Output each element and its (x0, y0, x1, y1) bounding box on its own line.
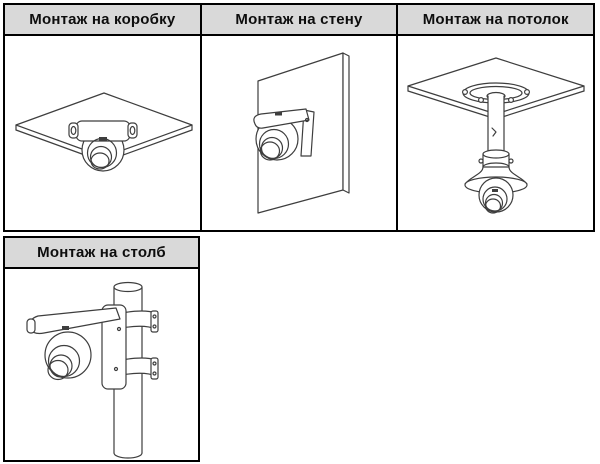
camera-back-plate (300, 109, 315, 157)
camera-ear-left (25, 317, 36, 334)
camera-pole-mount-illustration (25, 281, 159, 459)
camera-ball (43, 330, 92, 379)
pole-mount-table: Монтаж на столб (3, 236, 200, 462)
mount-table-header-row: Монтаж на коробку Монтаж на стену Монтаж… (5, 5, 594, 36)
mount-table-body-row (5, 36, 593, 230)
camera-base-cap (253, 108, 310, 129)
header-label-ceiling-mount: Монтаж на потолок (422, 11, 569, 28)
header-cell-wall-mount: Монтаж на стену (199, 5, 397, 36)
wall-side-face (342, 52, 350, 194)
header-label-wall-mount: Монтаж на стену (235, 11, 363, 28)
mount-options-table: Монтаж на коробку Монтаж на стену Монтаж… (3, 3, 595, 232)
camera-wall-mount-illustration (253, 52, 350, 214)
camera-ear-right (127, 122, 138, 139)
pole-table-body-row (5, 269, 198, 460)
cell-wall-mount (199, 36, 397, 230)
pole-table-header-row: Монтаж на столб (5, 238, 198, 269)
camera-box-mount-illustration (15, 92, 193, 172)
header-label-pole-mount: Монтаж на столб (37, 244, 166, 261)
cell-box-mount (5, 36, 200, 230)
header-cell-pole-mount: Монтаж на столб (5, 238, 198, 269)
camera-ceiling-mount-illustration (407, 57, 585, 214)
pendant-pole (487, 96, 504, 154)
header-label-box-mount: Монтаж на коробку (29, 11, 176, 28)
pendant-collar (482, 149, 510, 159)
camera-ear-left (68, 122, 79, 139)
header-cell-ceiling-mount: Монтаж на потолок (396, 5, 594, 36)
cell-ceiling-mount (396, 36, 593, 230)
header-cell-box-mount: Монтаж на коробку (5, 5, 200, 36)
cell-pole-mount (5, 269, 198, 460)
mount-bracket-plate (100, 303, 127, 390)
